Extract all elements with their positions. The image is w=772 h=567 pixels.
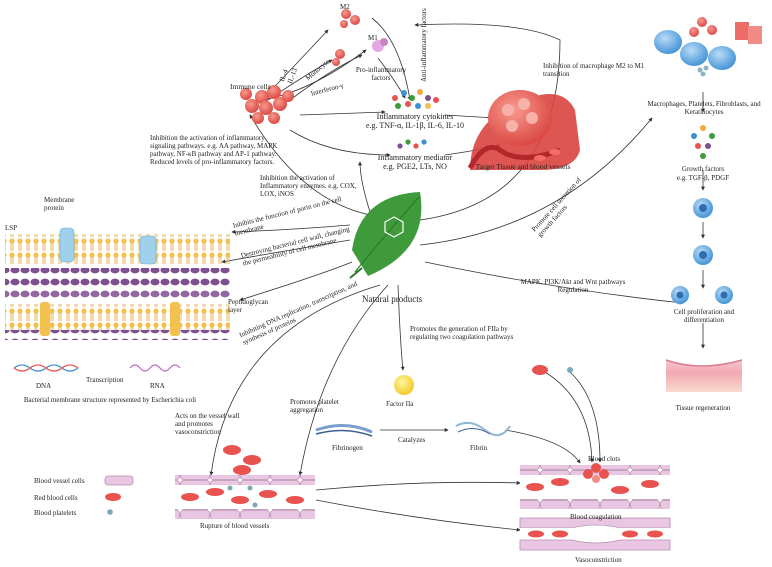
skin-tissue — [665, 359, 743, 392]
fibrin-label: Fibrin — [470, 444, 488, 452]
rupture-label: Rupture of blood vessels — [200, 522, 270, 530]
m2-macrophage — [340, 9, 360, 28]
natural-products-leaf — [349, 192, 422, 279]
cytokines-label: Inflammatory cytokines — [376, 112, 454, 121]
lsp-label: LSP — [5, 224, 18, 232]
natural-products-label: Natural products — [362, 294, 423, 304]
clot — [583, 463, 609, 483]
factor-iia — [394, 375, 414, 395]
legend-rbc-label: Red blood cells — [34, 494, 78, 502]
m1-macrophage — [372, 38, 388, 52]
mediator-dots — [397, 139, 427, 149]
legend-vessel-label: Blood vessel cells — [34, 477, 85, 485]
blood-coagulation-label: Blood coagulation — [570, 513, 622, 521]
vasoconstriction-vessel — [519, 517, 671, 551]
m2-label: M2 — [340, 3, 350, 11]
inhibition-enzymes-label: Inhibition the activation of Inflammator… — [260, 174, 357, 198]
legend-marks — [104, 475, 134, 515]
catalyzes-label: Catalyzes — [398, 436, 426, 444]
macrophages-group — [654, 17, 762, 77]
mapk-regulation-label: MAPK, PI3K/Akt and Wnt pathways Regulati… — [520, 278, 626, 294]
pro-inflammatory-label: Pro-inflammatory factors — [355, 66, 407, 82]
floating-rbc — [223, 365, 573, 475]
rna-label: RNA — [150, 382, 165, 390]
inhibition-signaling-label: Inhibition the activation of inflammator… — [150, 134, 278, 166]
promotes-fiia-label: Promotes the generation of FIIa by regul… — [410, 325, 514, 341]
legend-platelets-label: Blood platelets — [34, 509, 77, 517]
m1-label: M1 — [368, 34, 378, 42]
anti-inflammatory-label: Anti-inflammatory factors — [420, 8, 428, 82]
mediator-label: Inflammatory mediator — [377, 153, 453, 162]
immune-cells-label: Immune cells — [230, 82, 271, 91]
monocyte-cell — [332, 49, 345, 66]
membrane-protein-label: Membrane protein — [44, 196, 75, 212]
cytokines-example: e.g. TNF-α, IL-1β, IL-6, IL-10 — [365, 121, 465, 130]
target-tissue-label: Target Tissue and blood vessels — [475, 162, 571, 171]
fibrinogen-strand — [315, 424, 373, 437]
dna-label: DNA — [36, 382, 52, 390]
arrows — [209, 17, 705, 532]
growth-factors-label: Growth factors — [681, 165, 725, 173]
vasoconstriction-label: Vasoconstriction — [575, 556, 622, 564]
inhibition-m2-m1-label: Inhibition of macrophage M2 to M1 transi… — [543, 62, 645, 78]
immune-cells-cluster — [240, 85, 294, 124]
growth-factors-example: e.g. TGF-β, PDGF — [676, 174, 730, 182]
growth-factor-dots — [691, 125, 715, 159]
peptidoglycan-label: Peptidoglycan layer — [228, 298, 269, 314]
promotes-platelet-label: Promotes platelet aggregation — [290, 398, 339, 414]
transcription-label: Transcription — [86, 376, 124, 384]
stem-cells — [671, 198, 733, 304]
fibrin-strand — [455, 421, 511, 437]
acts-vessel-label: Acts on the vessel wall and promotes vas… — [175, 412, 240, 436]
cell-proliferation-label: Cell proliferation and differentiation — [673, 308, 735, 324]
coagulation-vessel — [520, 463, 670, 509]
dna-helix — [13, 364, 79, 372]
bacterial-caption: Bacterial membrane structure represented… — [23, 396, 197, 404]
target-tissue — [467, 90, 580, 170]
bacterial-membrane — [5, 227, 230, 340]
mediator-example: e.g. PGE2, LTs, NO — [383, 162, 447, 171]
factor-iia-label: Factor IIa — [386, 400, 414, 408]
cytokine-dots — [392, 89, 439, 109]
fibrinogen-label: Fibrinogen — [332, 444, 363, 452]
macrophages-label: Macrophages, Platelets, Fibroblasts, and… — [647, 100, 761, 116]
rna-strand — [129, 364, 181, 372]
tissue-regeneration-label: Tissue regeneration — [675, 404, 731, 412]
blood-clots-label: Blood clots — [588, 455, 621, 463]
rupture-vessel — [175, 475, 315, 519]
